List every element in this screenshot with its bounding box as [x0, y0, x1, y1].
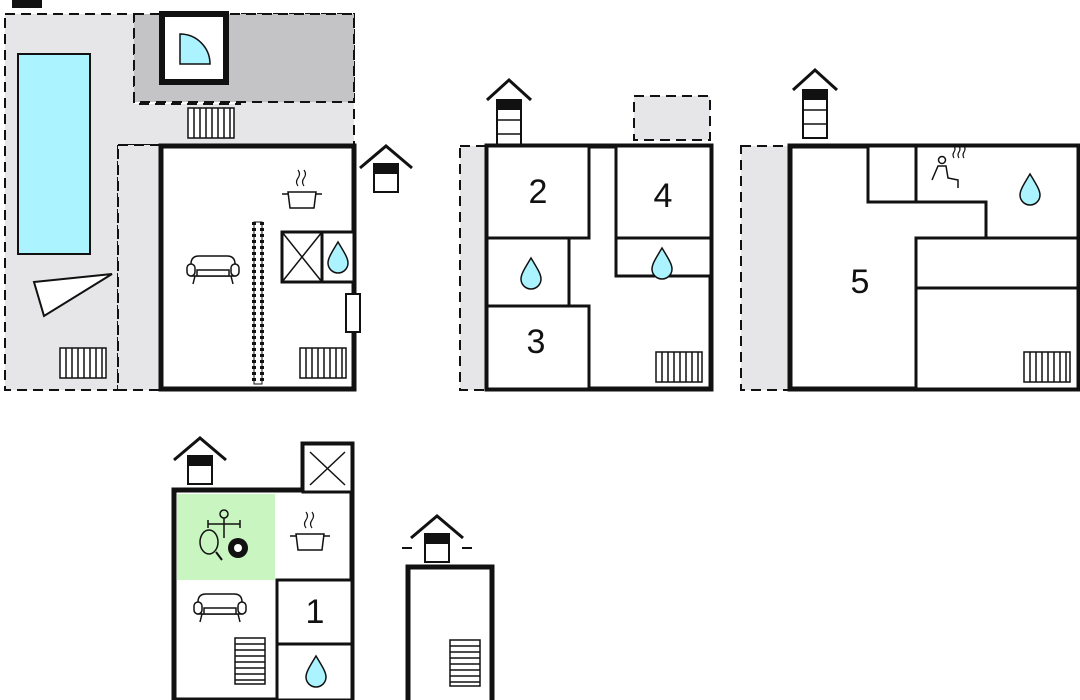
entrance-icon [358, 144, 414, 194]
stairs-icon [234, 637, 266, 685]
marker-block [12, 0, 42, 8]
room-number-4: 4 [654, 177, 673, 215]
radiator-icon [299, 347, 347, 379]
terrace-area-right [117, 144, 161, 391]
plan-ground-floor [4, 0, 414, 392]
shower-icon [179, 33, 211, 65]
room-2 [485, 144, 591, 240]
plan-second-floor: 5 [740, 68, 1080, 392]
room-number-5: 5 [851, 263, 870, 301]
room-3 [485, 304, 591, 391]
bathroom [914, 236, 1080, 290]
closet [866, 144, 918, 204]
radiator-icon [655, 351, 703, 383]
room-number-3: 3 [527, 323, 546, 361]
room-number-2: 2 [529, 173, 548, 211]
room-4 [614, 144, 713, 240]
balcony [459, 145, 487, 391]
pool-icon [17, 53, 91, 255]
radiator-icon [187, 107, 235, 139]
entrance-icon [402, 514, 472, 564]
room-1 [275, 578, 354, 646]
stairs-icon [449, 639, 481, 687]
entrance-icon [791, 68, 839, 140]
radiator-icon [59, 347, 107, 379]
plan-basement: 1 [171, 436, 355, 700]
activity-room [177, 494, 275, 580]
stairs-icon [252, 221, 264, 385]
plan-annex [402, 514, 495, 700]
radiator-icon [1023, 351, 1071, 383]
entrance-icon [485, 78, 533, 150]
window-icon [345, 293, 361, 333]
room-number-1: 1 [306, 593, 325, 631]
sauna-icon [931, 145, 966, 188]
sunbed-icon [32, 273, 113, 318]
balcony [740, 145, 790, 391]
entrance-icon [172, 436, 228, 486]
balcony [633, 95, 711, 141]
activity-room-icon [199, 509, 248, 561]
plan-first-floor: 2 3 4 [459, 78, 714, 392]
